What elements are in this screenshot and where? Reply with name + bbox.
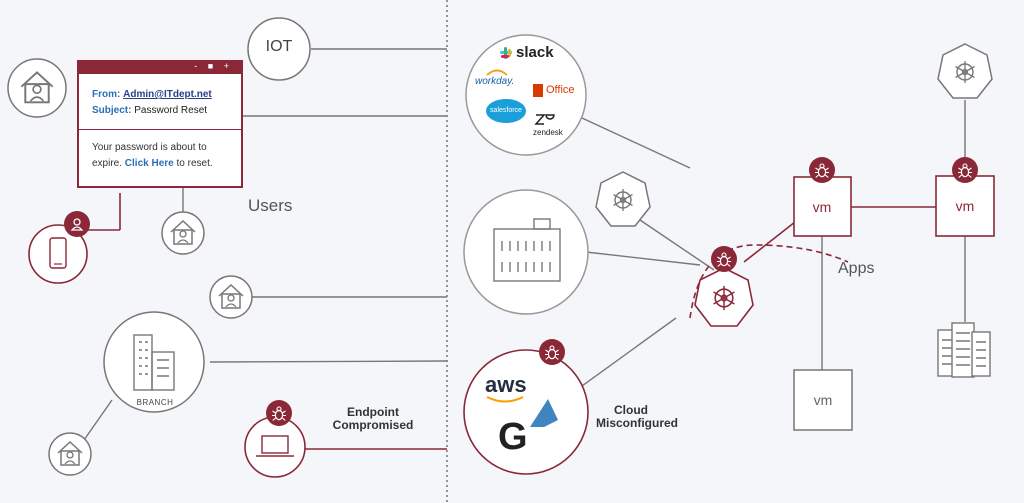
office-logo: Office [546,84,575,96]
email-header: From: Admin@ITdept.net Subject: Password… [79,74,241,119]
home-icon [7,58,67,118]
from-key: From: [92,89,121,100]
slack-icon [500,47,512,59]
kubernetes-node [937,43,993,99]
cloud-providers-node [463,349,589,475]
click-here-link: Click Here [124,158,174,169]
vm-label: vm [813,392,833,408]
connections-left [83,48,448,441]
vm-box-compromised [793,176,852,237]
users-label: Users [248,196,293,215]
salesforce-icon [486,99,526,123]
google-logo: G [498,416,528,458]
vm-box [793,369,853,431]
email-title-bar: - ■ + [79,61,241,74]
aws-logo: aws [485,372,527,397]
saas-apps-node [465,34,587,156]
email-body-text: Your password is about to expire. [92,142,207,169]
slack-logo: slack [516,44,554,61]
branch-label: BRANCH [136,398,174,407]
compromised-kubernetes-node [694,267,754,327]
window-controls: - ■ + [194,61,233,71]
home-icon [209,275,253,319]
laptop-icon [261,435,289,454]
phishing-email-window: - ■ + From: Admin@ITdept.net Subject: Pa… [77,60,243,188]
home-icon [161,211,205,255]
zendesk-icon [534,114,555,125]
from-address: Admin@ITdept.net [123,89,212,100]
email-body-tail: to reset. [176,158,213,169]
subject-value: Password Reset [134,105,208,116]
zendesk-logo: zendesk [533,128,563,137]
office-icon [533,84,543,97]
compromised-laptop [244,400,306,478]
compromised-phone [28,211,90,284]
server-icon [937,322,991,378]
phone-icon [49,237,67,269]
vm-label: vm [955,198,975,214]
aws-smile-icon [486,396,524,403]
email-divider [79,129,241,130]
connections-right [581,100,966,387]
branch-office [103,311,205,413]
workday-logo: workday. [475,76,515,87]
kubernetes-node [595,171,651,227]
vm-box-compromised [935,175,995,237]
vm-label: vm [812,199,832,215]
home-icon [48,432,92,476]
subject-key: Subject: [92,105,132,116]
connection-k8s-vm [743,221,796,263]
datacenter-icon [493,218,561,282]
apps-label: Apps [838,260,875,277]
salesforce-logo: salesforce [490,107,522,114]
iot-node [247,17,311,81]
endpoint-compromised-label: Endpoint Compromised [332,405,414,432]
azure-icon [530,399,558,427]
workday-icon [486,69,508,76]
email-body: Your password is about to expire. Click … [79,130,241,172]
datacenter-node [463,189,589,315]
iot-label: IOT [265,38,293,55]
cloud-misconfigured-label: Cloud Misconfigured [596,403,679,430]
building-icon [133,334,175,391]
